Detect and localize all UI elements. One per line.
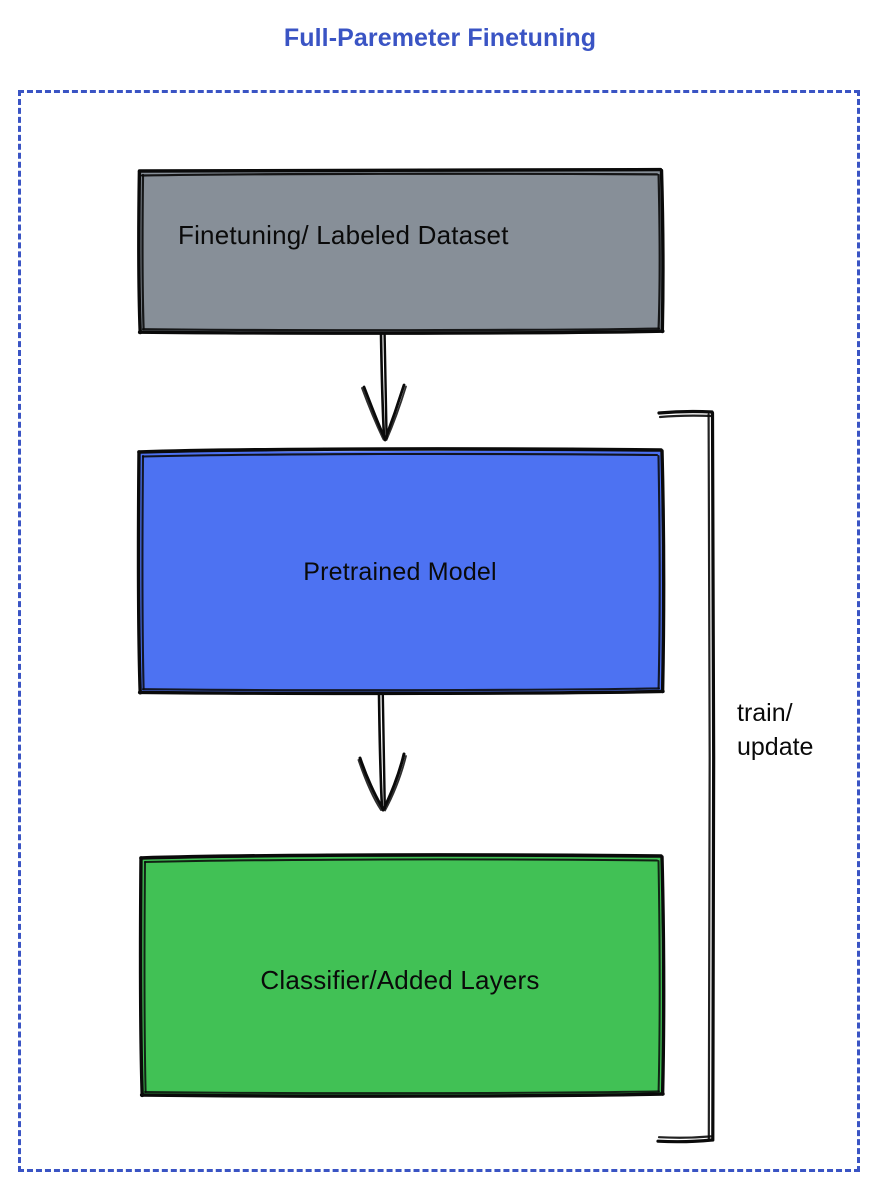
arrow2-shaft-b xyxy=(381,693,386,810)
node-model[interactable] xyxy=(136,447,666,696)
node-model-label: Pretrained Model xyxy=(303,558,497,586)
bracket-right-b xyxy=(707,413,711,1141)
node-dataset-edge-left-2 xyxy=(141,173,145,331)
node-dataset-edge-right xyxy=(659,168,665,334)
node-model-edge-left-2 xyxy=(141,454,145,691)
edge-feedback-loop xyxy=(656,409,716,1144)
node-dataset-fill xyxy=(139,170,663,333)
bracket-bottom-a xyxy=(656,1138,714,1144)
node-dataset-edge-bottom-2 xyxy=(141,327,661,332)
node-classifier-edge-top xyxy=(139,853,663,860)
arrow1-head-right xyxy=(383,383,406,442)
node-classifier-edge-bottom xyxy=(139,1092,665,1098)
node-classifier[interactable] xyxy=(138,853,666,1098)
arrow1-shaft-a xyxy=(379,332,386,439)
edge-dataset-to-model xyxy=(361,332,407,442)
node-model-edge-top-2 xyxy=(141,452,659,458)
node-dataset[interactable] xyxy=(137,167,665,335)
arrow2-shaft-a xyxy=(377,692,384,810)
node-model-edge-top xyxy=(137,447,663,454)
node-model-edge-left xyxy=(136,450,142,695)
node-classifier-edge-left xyxy=(138,856,144,1098)
arrow2-head-left-2 xyxy=(357,759,382,811)
node-classifier-label: Classifier/Added Layers xyxy=(260,965,540,995)
node-classifier-edge-left-2 xyxy=(143,861,147,1093)
node-model-edge-right xyxy=(660,449,666,694)
page-title: Full-Paremeter Finetuning xyxy=(283,24,597,52)
arrow1-shaft-b xyxy=(383,333,388,440)
bracket-top-b xyxy=(658,414,714,419)
node-dataset-edge-top-2 xyxy=(140,172,659,177)
arrow2-head-right-2 xyxy=(384,755,407,812)
node-dataset-label: Finetuning/ Labeled Dataset xyxy=(178,220,509,250)
node-dataset-edge-top xyxy=(137,167,663,173)
node-classifier-edge-right xyxy=(660,855,666,1096)
arrow1-head-right-2 xyxy=(385,385,407,441)
bracket-right-a xyxy=(710,411,716,1142)
node-model-edge-right-2 xyxy=(657,454,661,690)
bracket-bottom-b xyxy=(657,1135,713,1139)
node-model-edge-bottom-2 xyxy=(141,687,661,692)
arrow2-head-right xyxy=(381,752,406,812)
edge-feedback-loop-label-line1: train/ xyxy=(737,699,793,727)
arrow1-head-left-2 xyxy=(361,387,385,441)
edge-feedback-loop-label-line2: update xyxy=(737,732,814,761)
node-classifier-fill xyxy=(141,855,663,1096)
node-classifier-edge-bottom-2 xyxy=(144,1090,660,1095)
edge-model-to-classifier xyxy=(357,692,407,812)
node-classifier-edge-right-2 xyxy=(657,860,661,1092)
arrow1-head-left xyxy=(362,385,387,441)
edge-feedback-loop-label: train/ update xyxy=(737,697,813,764)
node-model-edge-bottom xyxy=(137,689,665,696)
node-model-fill xyxy=(139,450,663,693)
node-dataset-edge-bottom xyxy=(137,329,665,335)
bracket-top-a xyxy=(657,409,714,415)
node-dataset-edge-right-2 xyxy=(657,173,661,330)
node-dataset-edge-left xyxy=(137,169,142,335)
node-classifier-edge-top-2 xyxy=(144,858,658,863)
arrow2-head-left xyxy=(358,756,385,811)
